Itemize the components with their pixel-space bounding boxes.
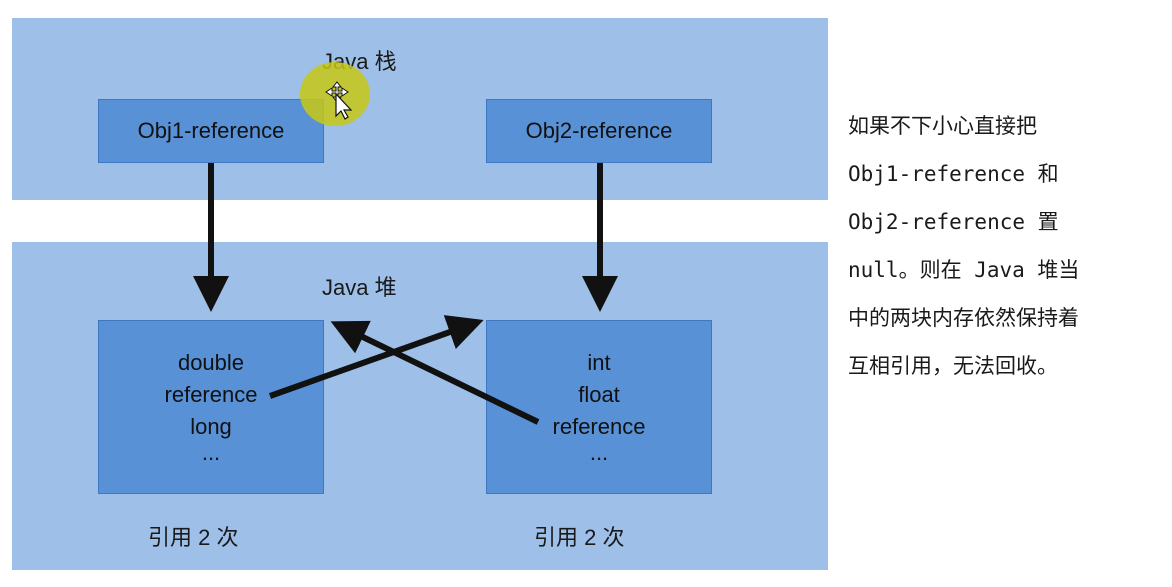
explanation-line: 如果不下小心直接把 xyxy=(848,114,1037,138)
explanation-text: 如果不下小心直接把 Obj1-reference 和 Obj2-referenc… xyxy=(848,102,1160,390)
obj1-field-double: double xyxy=(177,350,245,375)
obj2-field-float: float xyxy=(578,382,620,407)
cursor-highlight xyxy=(300,62,370,126)
obj2-heap-object: int float reference ... xyxy=(486,320,712,494)
obj1-reference-box: Obj1-reference xyxy=(98,99,324,163)
explanation-line: null。则在 Java 堆当 xyxy=(848,258,1080,282)
explanation-line: 中的两块内存依然保持着 xyxy=(848,306,1079,330)
obj2-reference-count: 引用 2 次 xyxy=(534,525,625,550)
obj1-field-long: long xyxy=(190,414,232,439)
explanation-line: Obj2-reference 置 xyxy=(848,210,1059,234)
obj2-field-int: int xyxy=(587,350,611,375)
obj2-field-more: ... xyxy=(589,440,609,465)
obj2-reference-box: Obj2-reference xyxy=(486,99,712,163)
obj1-reference-count: 引用 2 次 xyxy=(148,525,239,550)
explanation-line: Obj1-reference 和 xyxy=(848,162,1059,186)
explanation-line: 互相引用，无法回收。 xyxy=(848,354,1058,378)
obj2-field-reference: reference xyxy=(552,414,646,439)
obj1-field-more: ... xyxy=(201,440,221,465)
move-cursor-icon xyxy=(325,81,353,120)
java-heap-title: Java 堆 xyxy=(322,275,397,300)
obj1-field-reference: reference xyxy=(164,382,258,407)
obj1-heap-object: double reference long ... xyxy=(98,320,324,494)
